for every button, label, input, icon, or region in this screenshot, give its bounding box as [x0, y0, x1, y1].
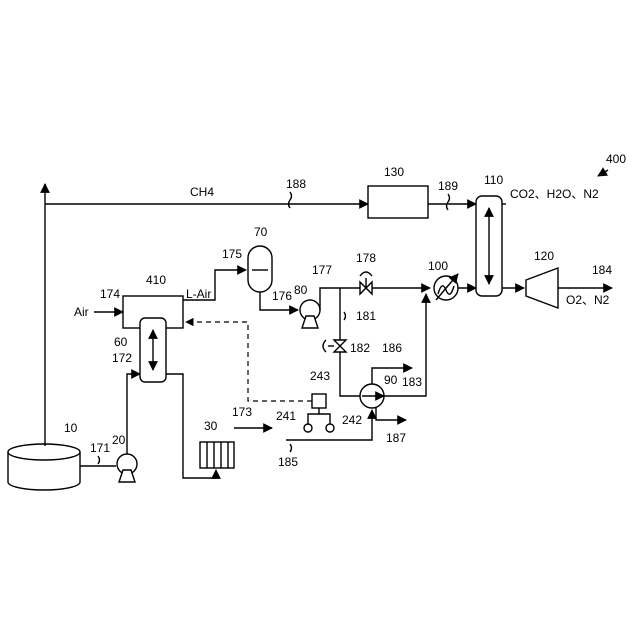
label-182: 182: [350, 341, 370, 355]
valve-178[interactable]: [360, 272, 372, 294]
heater-100: [434, 274, 458, 300]
label-173: 173: [232, 405, 252, 419]
pump-20: [117, 454, 137, 482]
label-185: 185: [278, 455, 298, 469]
separator-70: [248, 246, 272, 292]
label-184: 184: [592, 263, 612, 277]
label-100: 100: [428, 259, 448, 273]
heat-exchanger-90: [360, 384, 384, 408]
label-177: 177: [312, 263, 332, 277]
label-172: 172: [112, 351, 132, 365]
label-175: 175: [222, 247, 242, 261]
label-120: 120: [534, 249, 554, 263]
pump-80: [300, 300, 320, 328]
sensor-241: [304, 424, 312, 432]
figure-number: 400: [606, 152, 626, 166]
line-177: [320, 288, 430, 310]
label-176: 176: [272, 289, 292, 303]
line-187: [376, 408, 406, 420]
liquid-air-label: L-Air: [186, 287, 211, 301]
label-30: 30: [204, 419, 218, 433]
products-burn-label: CO2、H2O、N2: [510, 187, 599, 201]
ch4-label: CH4: [190, 185, 214, 199]
label-80: 80: [294, 283, 308, 297]
label-174: 174: [100, 287, 120, 301]
label-187: 187: [386, 431, 406, 445]
leader-185: [290, 444, 292, 452]
controller-243: [312, 394, 326, 408]
sensor-links: [308, 414, 330, 426]
label-181: 181: [356, 309, 376, 323]
turbine-120: [526, 268, 558, 308]
label-10: 10: [64, 421, 78, 435]
control-signal-line: [186, 322, 312, 401]
label-70: 70: [254, 225, 268, 239]
unit-130: [368, 186, 428, 218]
label-186: 186: [382, 341, 402, 355]
storage-tank-10: [8, 444, 80, 490]
label-20: 20: [112, 433, 126, 447]
label-241: 241: [276, 409, 296, 423]
label-242: 242: [342, 413, 362, 427]
figure-number-leader: [598, 170, 608, 176]
air-label: Air: [74, 305, 89, 319]
line-172: [127, 374, 140, 454]
unit-30: [200, 442, 234, 468]
label-188: 188: [286, 177, 306, 191]
leader-181: [344, 312, 346, 320]
label-243: 243: [310, 369, 330, 383]
valve-182[interactable]: [323, 340, 346, 352]
leader-171: [98, 456, 100, 464]
products-turbine-label: O2、N2: [566, 293, 610, 307]
sensor-242: [326, 424, 334, 432]
label-60: 60: [114, 335, 128, 349]
label-189: 189: [438, 179, 458, 193]
leader-189: [447, 194, 450, 210]
label-171: 171: [90, 441, 110, 455]
label-410: 410: [146, 273, 166, 287]
label-183: 183: [402, 375, 422, 389]
label-110: 110: [484, 173, 503, 187]
label-90: 90: [384, 373, 398, 387]
label-130: 130: [384, 165, 404, 179]
leader-188: [289, 192, 292, 208]
label-178: 178: [356, 251, 376, 265]
